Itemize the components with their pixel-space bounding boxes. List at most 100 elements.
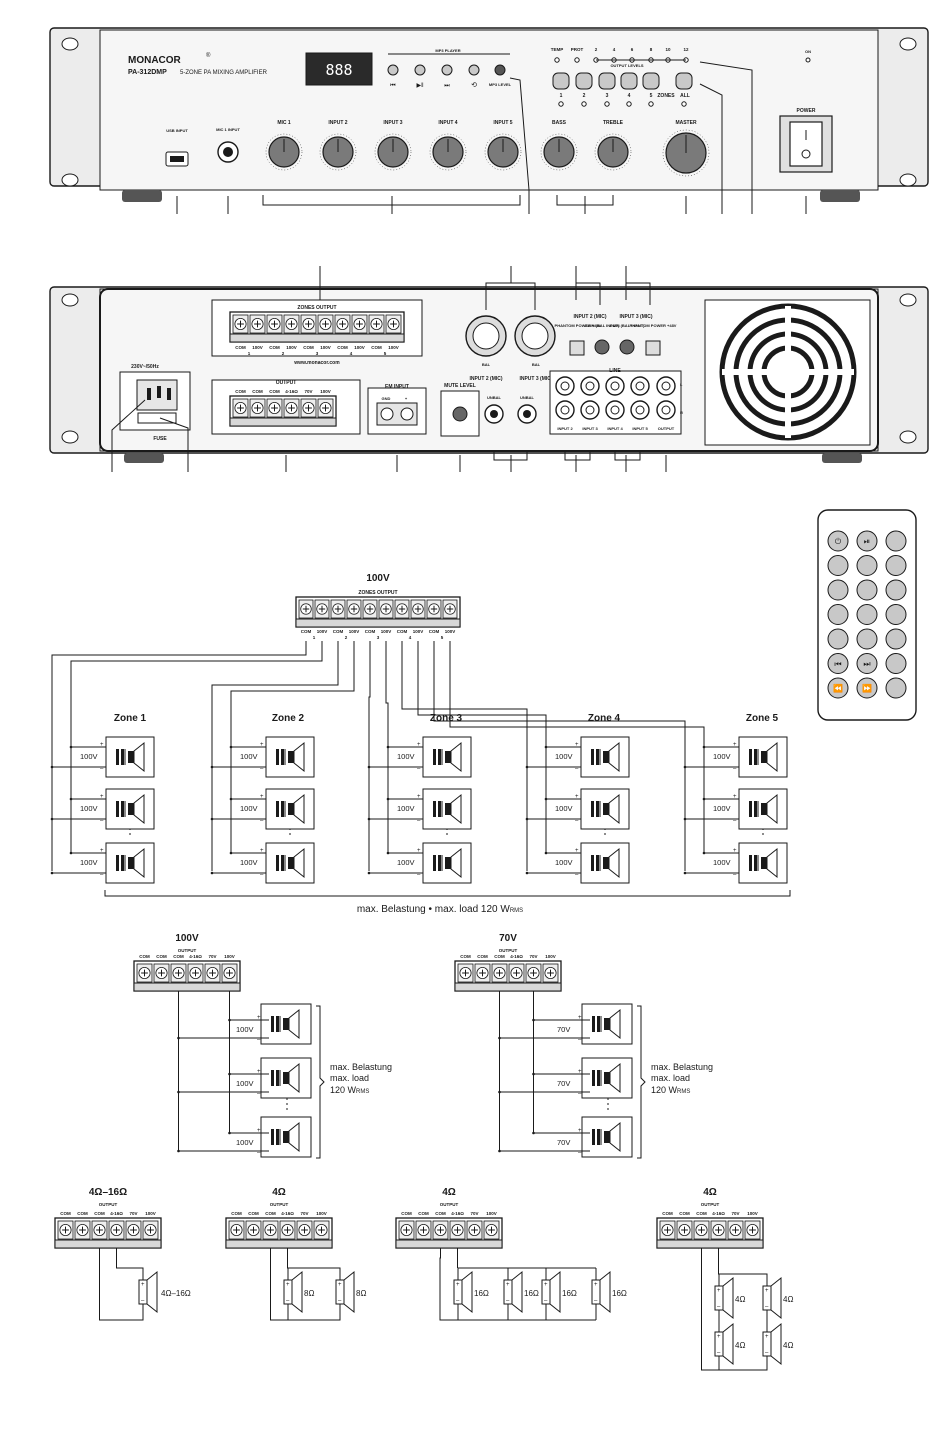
minus-sign: – bbox=[578, 1091, 582, 1097]
remote-button[interactable] bbox=[856, 604, 878, 625]
zone-terminal-label: COM bbox=[235, 345, 246, 350]
xlr-input-2-inner bbox=[472, 322, 500, 350]
zone-speaker bbox=[580, 842, 630, 884]
terminal-label: COM bbox=[269, 389, 280, 394]
wire bbox=[99, 1248, 144, 1321]
remote-button[interactable] bbox=[827, 579, 849, 601]
next-icon: ⏭ bbox=[444, 83, 450, 89]
knob-label: INPUT 4 bbox=[438, 120, 457, 126]
remote-button[interactable] bbox=[885, 579, 907, 601]
speaker-cone bbox=[450, 741, 462, 773]
zone-number: 2 bbox=[282, 351, 285, 356]
zone-terminal-label: COM bbox=[429, 629, 440, 634]
zones-terminal-title: ZONES OUTPUT bbox=[358, 590, 397, 596]
remote-button[interactable] bbox=[885, 530, 907, 552]
remote-button[interactable] bbox=[827, 530, 849, 552]
zone-button[interactable] bbox=[642, 72, 660, 90]
output-terminal-title: OUTPUT bbox=[701, 1202, 720, 1207]
power-switch[interactable] bbox=[789, 121, 823, 167]
speaker-4: +– bbox=[762, 1276, 782, 1320]
transformer-core bbox=[121, 749, 124, 765]
zone-button[interactable] bbox=[675, 72, 693, 90]
mp3-prev-button[interactable] bbox=[387, 64, 399, 76]
remote-button[interactable] bbox=[827, 604, 849, 625]
remote-button[interactable] bbox=[856, 555, 878, 576]
zone-button[interactable] bbox=[598, 72, 616, 90]
remote-button[interactable] bbox=[827, 653, 849, 674]
zone-speaker bbox=[422, 842, 472, 884]
junction bbox=[683, 817, 687, 821]
remote-button[interactable] bbox=[856, 628, 878, 650]
transformer-core bbox=[596, 855, 599, 871]
led-label: 4 bbox=[613, 47, 616, 52]
rear-zones-output-label: ZONES OUTPUT bbox=[297, 305, 336, 311]
zone-terminal-label: COM bbox=[301, 629, 312, 634]
transformer-core bbox=[433, 801, 436, 817]
junction bbox=[210, 765, 214, 769]
zone-title: Zone 3 bbox=[430, 713, 463, 724]
terminal-label: COM bbox=[662, 1211, 673, 1216]
speaker-cone bbox=[288, 1062, 300, 1094]
zones-terminal-block bbox=[295, 596, 461, 628]
mute-level-pot[interactable] bbox=[452, 406, 468, 422]
remote-button[interactable] bbox=[885, 628, 907, 650]
remote-button[interactable] bbox=[856, 677, 878, 699]
plus-sign: + bbox=[100, 794, 104, 800]
terminal-label: 4-16Ω bbox=[510, 954, 523, 959]
speaker-magnet bbox=[603, 857, 609, 869]
plus-sign: + bbox=[417, 848, 421, 854]
zone-100v-wire bbox=[417, 641, 547, 853]
zone-button[interactable] bbox=[575, 72, 593, 90]
remote-button[interactable] bbox=[885, 555, 907, 576]
terminal-label: 100V bbox=[320, 389, 331, 394]
em-gnd-label: GND bbox=[382, 396, 391, 401]
speaker-voltage: 100V bbox=[555, 858, 573, 867]
minus-sign: – bbox=[578, 1150, 582, 1156]
mp3-repeat-button[interactable] bbox=[468, 64, 480, 76]
junction bbox=[498, 1149, 501, 1153]
r-label: R bbox=[680, 410, 683, 415]
speaker-cone bbox=[608, 793, 620, 825]
remote-button[interactable] bbox=[885, 653, 907, 674]
mp3-play-button[interactable] bbox=[414, 64, 426, 76]
zone-speaker bbox=[265, 788, 315, 830]
mp3-level-knob[interactable] bbox=[494, 64, 506, 76]
speaker-voltage: 100V bbox=[80, 752, 98, 761]
transformer-core bbox=[271, 1016, 274, 1032]
load-line3: 120 WRMS bbox=[651, 1085, 690, 1095]
remote-button[interactable] bbox=[885, 677, 907, 699]
output-terminal-title: OUTPUT bbox=[270, 1202, 289, 1207]
gain-pot-2[interactable] bbox=[594, 339, 610, 355]
zone-button[interactable] bbox=[620, 72, 638, 90]
phantom-switch-2[interactable] bbox=[569, 340, 585, 356]
speaker-voltage: 100V bbox=[555, 804, 573, 813]
rack-hole bbox=[899, 293, 917, 307]
phantom-switch-3[interactable] bbox=[645, 340, 661, 356]
remote-button[interactable] bbox=[827, 555, 849, 576]
mp3-next-button[interactable] bbox=[441, 64, 453, 76]
zone-led bbox=[581, 101, 587, 107]
remote-button[interactable] bbox=[856, 579, 878, 601]
remote-button[interactable] bbox=[856, 530, 878, 552]
zone-button[interactable] bbox=[552, 72, 570, 90]
zone-title: Zone 1 bbox=[114, 713, 147, 724]
transformer-core bbox=[597, 1129, 600, 1145]
foot bbox=[820, 190, 860, 202]
gain-pot-3[interactable] bbox=[619, 339, 635, 355]
remote-button[interactable] bbox=[827, 677, 849, 699]
fuse-holder[interactable] bbox=[137, 412, 177, 424]
remote-button[interactable] bbox=[885, 604, 907, 625]
remote-button[interactable] bbox=[827, 628, 849, 650]
zone-terminal-label: COM bbox=[365, 629, 376, 634]
remote-button[interactable] bbox=[856, 653, 878, 674]
junction bbox=[386, 745, 390, 749]
speaker-voltage: 100V bbox=[240, 858, 258, 867]
mains-label: 230V~/50Hz bbox=[131, 364, 159, 370]
speaker-voltage: 100V bbox=[236, 1079, 254, 1088]
transformer-core bbox=[271, 1129, 274, 1145]
zone-title: Zone 4 bbox=[588, 713, 621, 724]
terminal-label: 70V bbox=[300, 1211, 308, 1216]
em-plus-label: + bbox=[405, 396, 408, 401]
